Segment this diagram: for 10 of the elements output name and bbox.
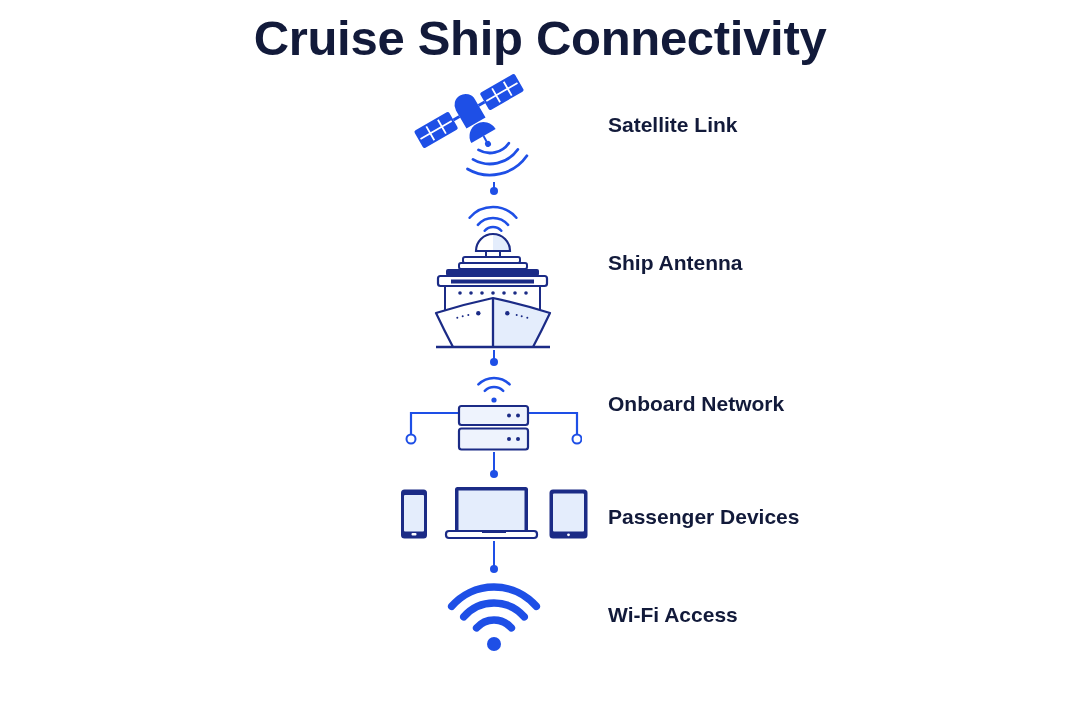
title: Cruise Ship Connectivity xyxy=(252,10,828,67)
stage-label: Ship Antenna xyxy=(608,249,743,275)
connector-line xyxy=(490,349,498,366)
stage-label: Onboard Network xyxy=(608,390,785,416)
connector-line xyxy=(490,540,498,573)
connector-line xyxy=(490,181,498,195)
connector-line xyxy=(490,451,498,478)
stage-label: Wi-Fi Access xyxy=(608,601,738,627)
stage-label: Passenger Devices xyxy=(608,503,800,529)
stage-label: Satellite Link xyxy=(608,111,738,137)
